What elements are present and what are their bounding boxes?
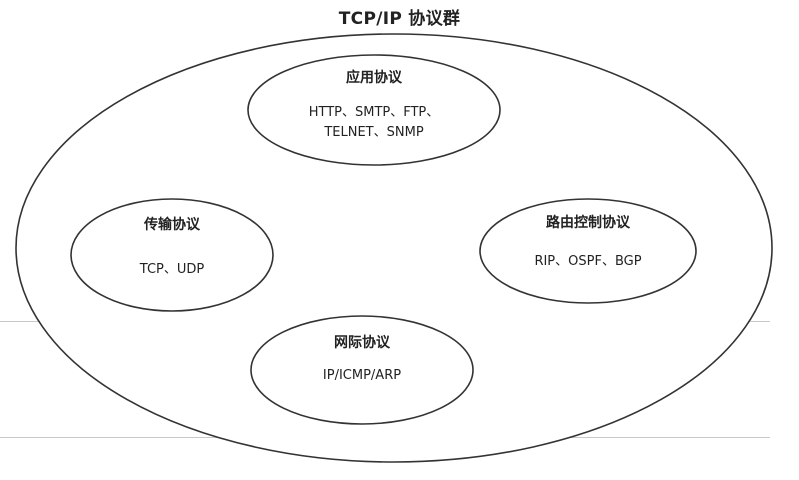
group-transport-items: TCP、UDP	[139, 262, 205, 277]
group-routing-items: RIP、OSPF、BGP	[534, 254, 642, 269]
group-application-items-line1: HTTP、SMTP、FTP、	[308, 105, 440, 120]
group-application: 应用协议 HTTP、SMTP、FTP、 TELNET、SNMP	[264, 67, 484, 143]
outer-ellipse-protocol-suite	[15, 33, 773, 463]
group-internet: 网际协议 IP/ICMP/ARP	[262, 332, 462, 386]
ellipse-transport	[70, 198, 274, 312]
group-transport-title: 传输协议	[144, 217, 200, 233]
group-application-title: 应用协议	[346, 70, 402, 86]
ellipse-routing	[479, 198, 697, 304]
group-routing-title: 路由控制协议	[546, 215, 630, 231]
group-internet-items: IP/ICMP/ARP	[322, 368, 402, 383]
group-internet-title: 网际协议	[334, 335, 390, 351]
diagram-title: TCP/IP 协议群	[338, 9, 461, 29]
ellipse-internet	[250, 315, 474, 425]
ellipse-application	[247, 54, 501, 166]
group-routing: 路由控制协议 RIP、OSPF、BGP	[488, 212, 688, 272]
group-transport: 传输协议 TCP、UDP	[82, 214, 262, 280]
group-application-items-line2: TELNET、SNMP	[324, 125, 424, 140]
